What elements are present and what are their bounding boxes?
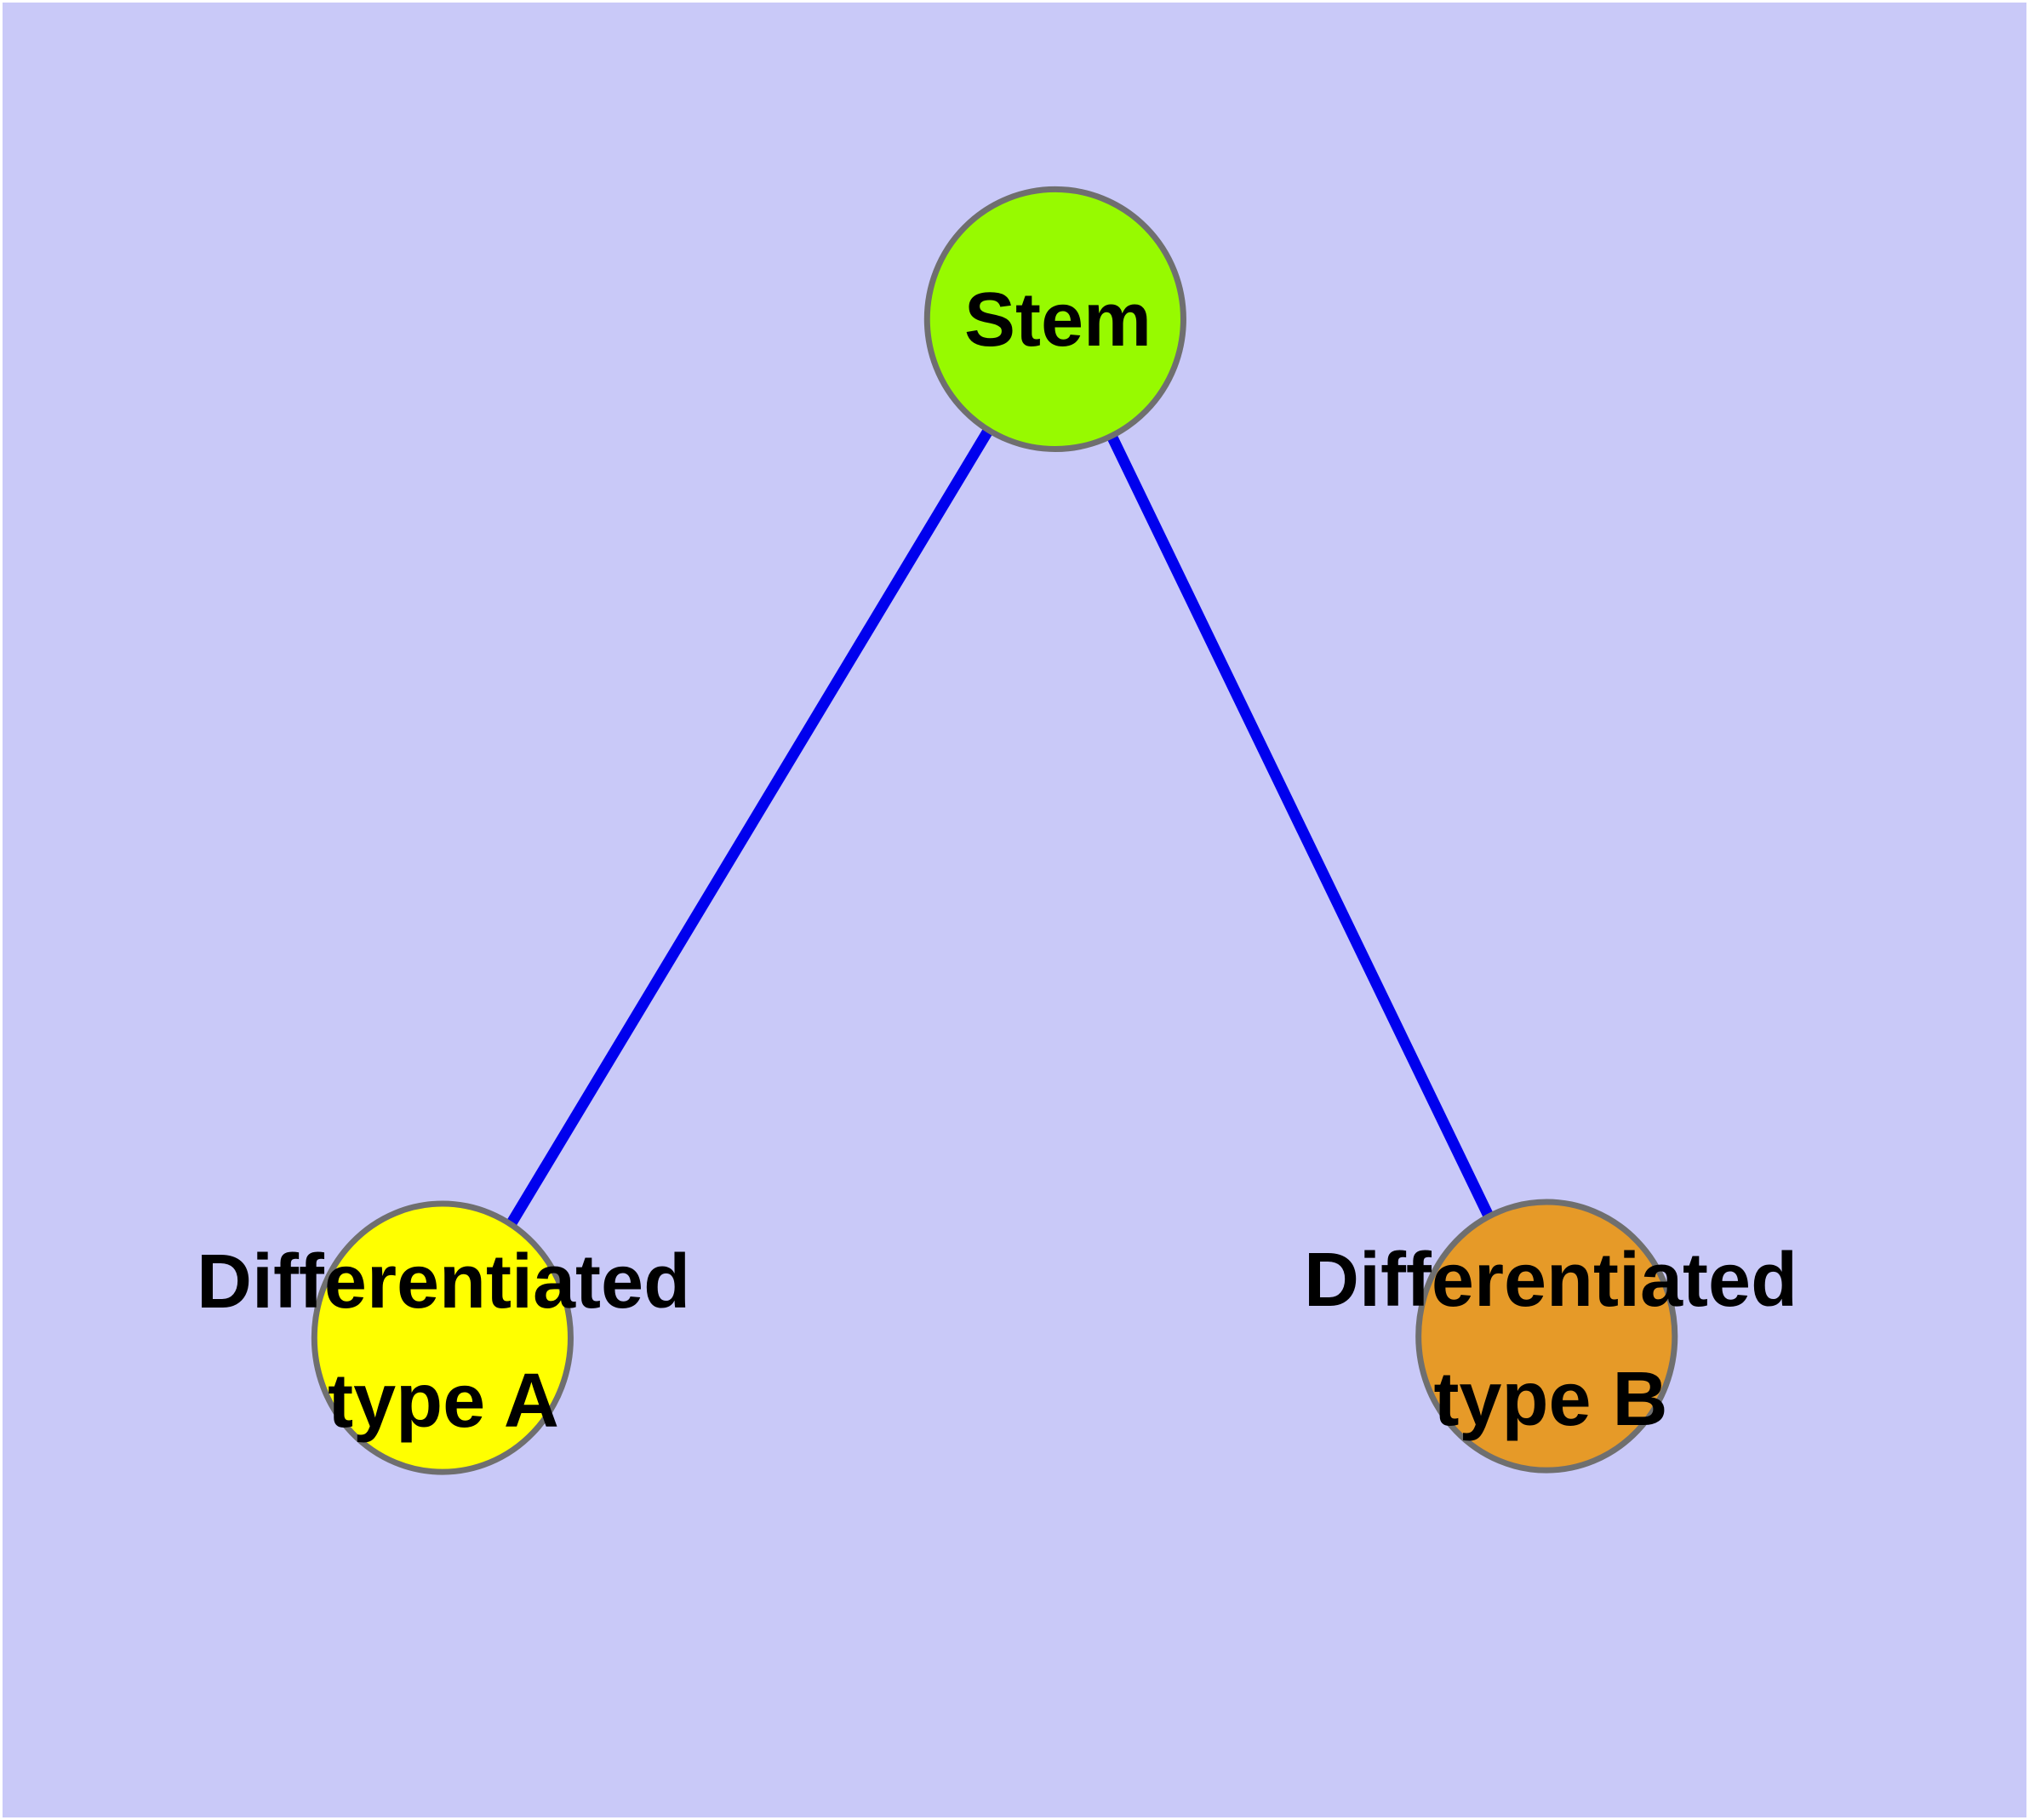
node-differentiated-type-a bbox=[311, 1200, 574, 1475]
node-differentiated-type-b bbox=[1415, 1199, 1678, 1474]
edge-stem-to-type-b bbox=[1050, 317, 1552, 1339]
graph-svg bbox=[311, 186, 1678, 1475]
edge-stem-to-type-a bbox=[437, 316, 1060, 1341]
node-stem bbox=[923, 186, 1186, 453]
